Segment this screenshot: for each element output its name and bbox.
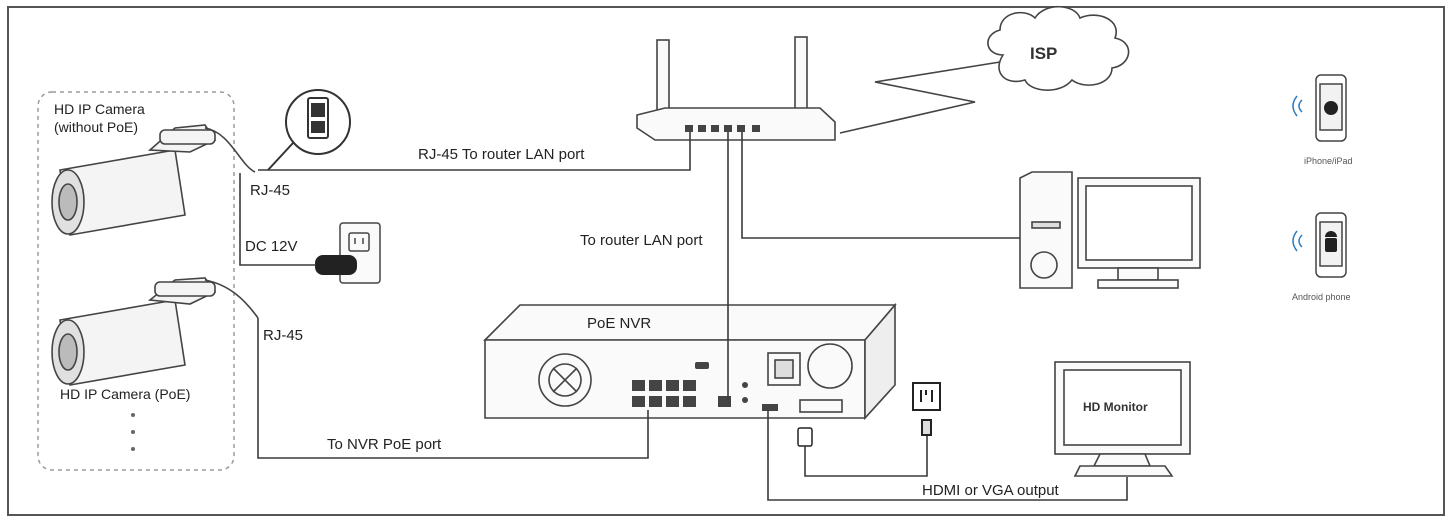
label-hdmi-vga-output: HDMI or VGA output xyxy=(922,482,1059,499)
camera-icon xyxy=(51,124,256,236)
phone-icon xyxy=(1292,212,1347,278)
diagram-frame xyxy=(7,6,1445,516)
label-iphone-ipad: iPhone/iPad xyxy=(1304,156,1353,166)
label-to-router-lan-port: To router LAN port xyxy=(580,232,703,249)
label-rj45-to-router: RJ-45 To router LAN port xyxy=(418,146,585,163)
label-dc-12v: DC 12V xyxy=(245,238,298,255)
phone-icon xyxy=(1292,74,1347,142)
label-hd-monitor: HD Monitor xyxy=(1083,400,1148,414)
label-android-phone: Android phone xyxy=(1292,292,1351,302)
camera-group-box xyxy=(37,91,235,471)
rj45-connector-icon xyxy=(267,89,351,171)
nvr-icon xyxy=(483,302,897,421)
cloud-icon xyxy=(987,5,1130,91)
label-poe-nvr: PoE NVR xyxy=(587,315,652,332)
power-plug-icon xyxy=(912,382,941,436)
desktop-pc-icon xyxy=(1019,171,1201,289)
camera-icon xyxy=(51,277,259,386)
label-camera-poe: HD IP Camera (PoE) xyxy=(60,386,191,402)
label-camera-without-poe: HD IP Camera (without PoE) xyxy=(54,101,145,135)
android-icon xyxy=(1325,231,1337,252)
label-rj45-top: RJ-45 xyxy=(250,182,291,199)
power-adapter-icon xyxy=(315,255,357,275)
wireless-link xyxy=(839,61,1001,134)
power-plug-icon xyxy=(797,427,813,447)
cable-lines xyxy=(239,132,1128,501)
monitor-icon xyxy=(1054,361,1191,477)
router-icon xyxy=(636,36,836,141)
label-isp: ISP xyxy=(1030,44,1058,63)
label-to-nvr-poe-port: To NVR PoE port xyxy=(327,436,442,453)
apple-icon xyxy=(1324,101,1338,115)
more-cameras-dots xyxy=(131,413,135,451)
label-rj45-bottom: RJ-45 xyxy=(263,327,304,344)
